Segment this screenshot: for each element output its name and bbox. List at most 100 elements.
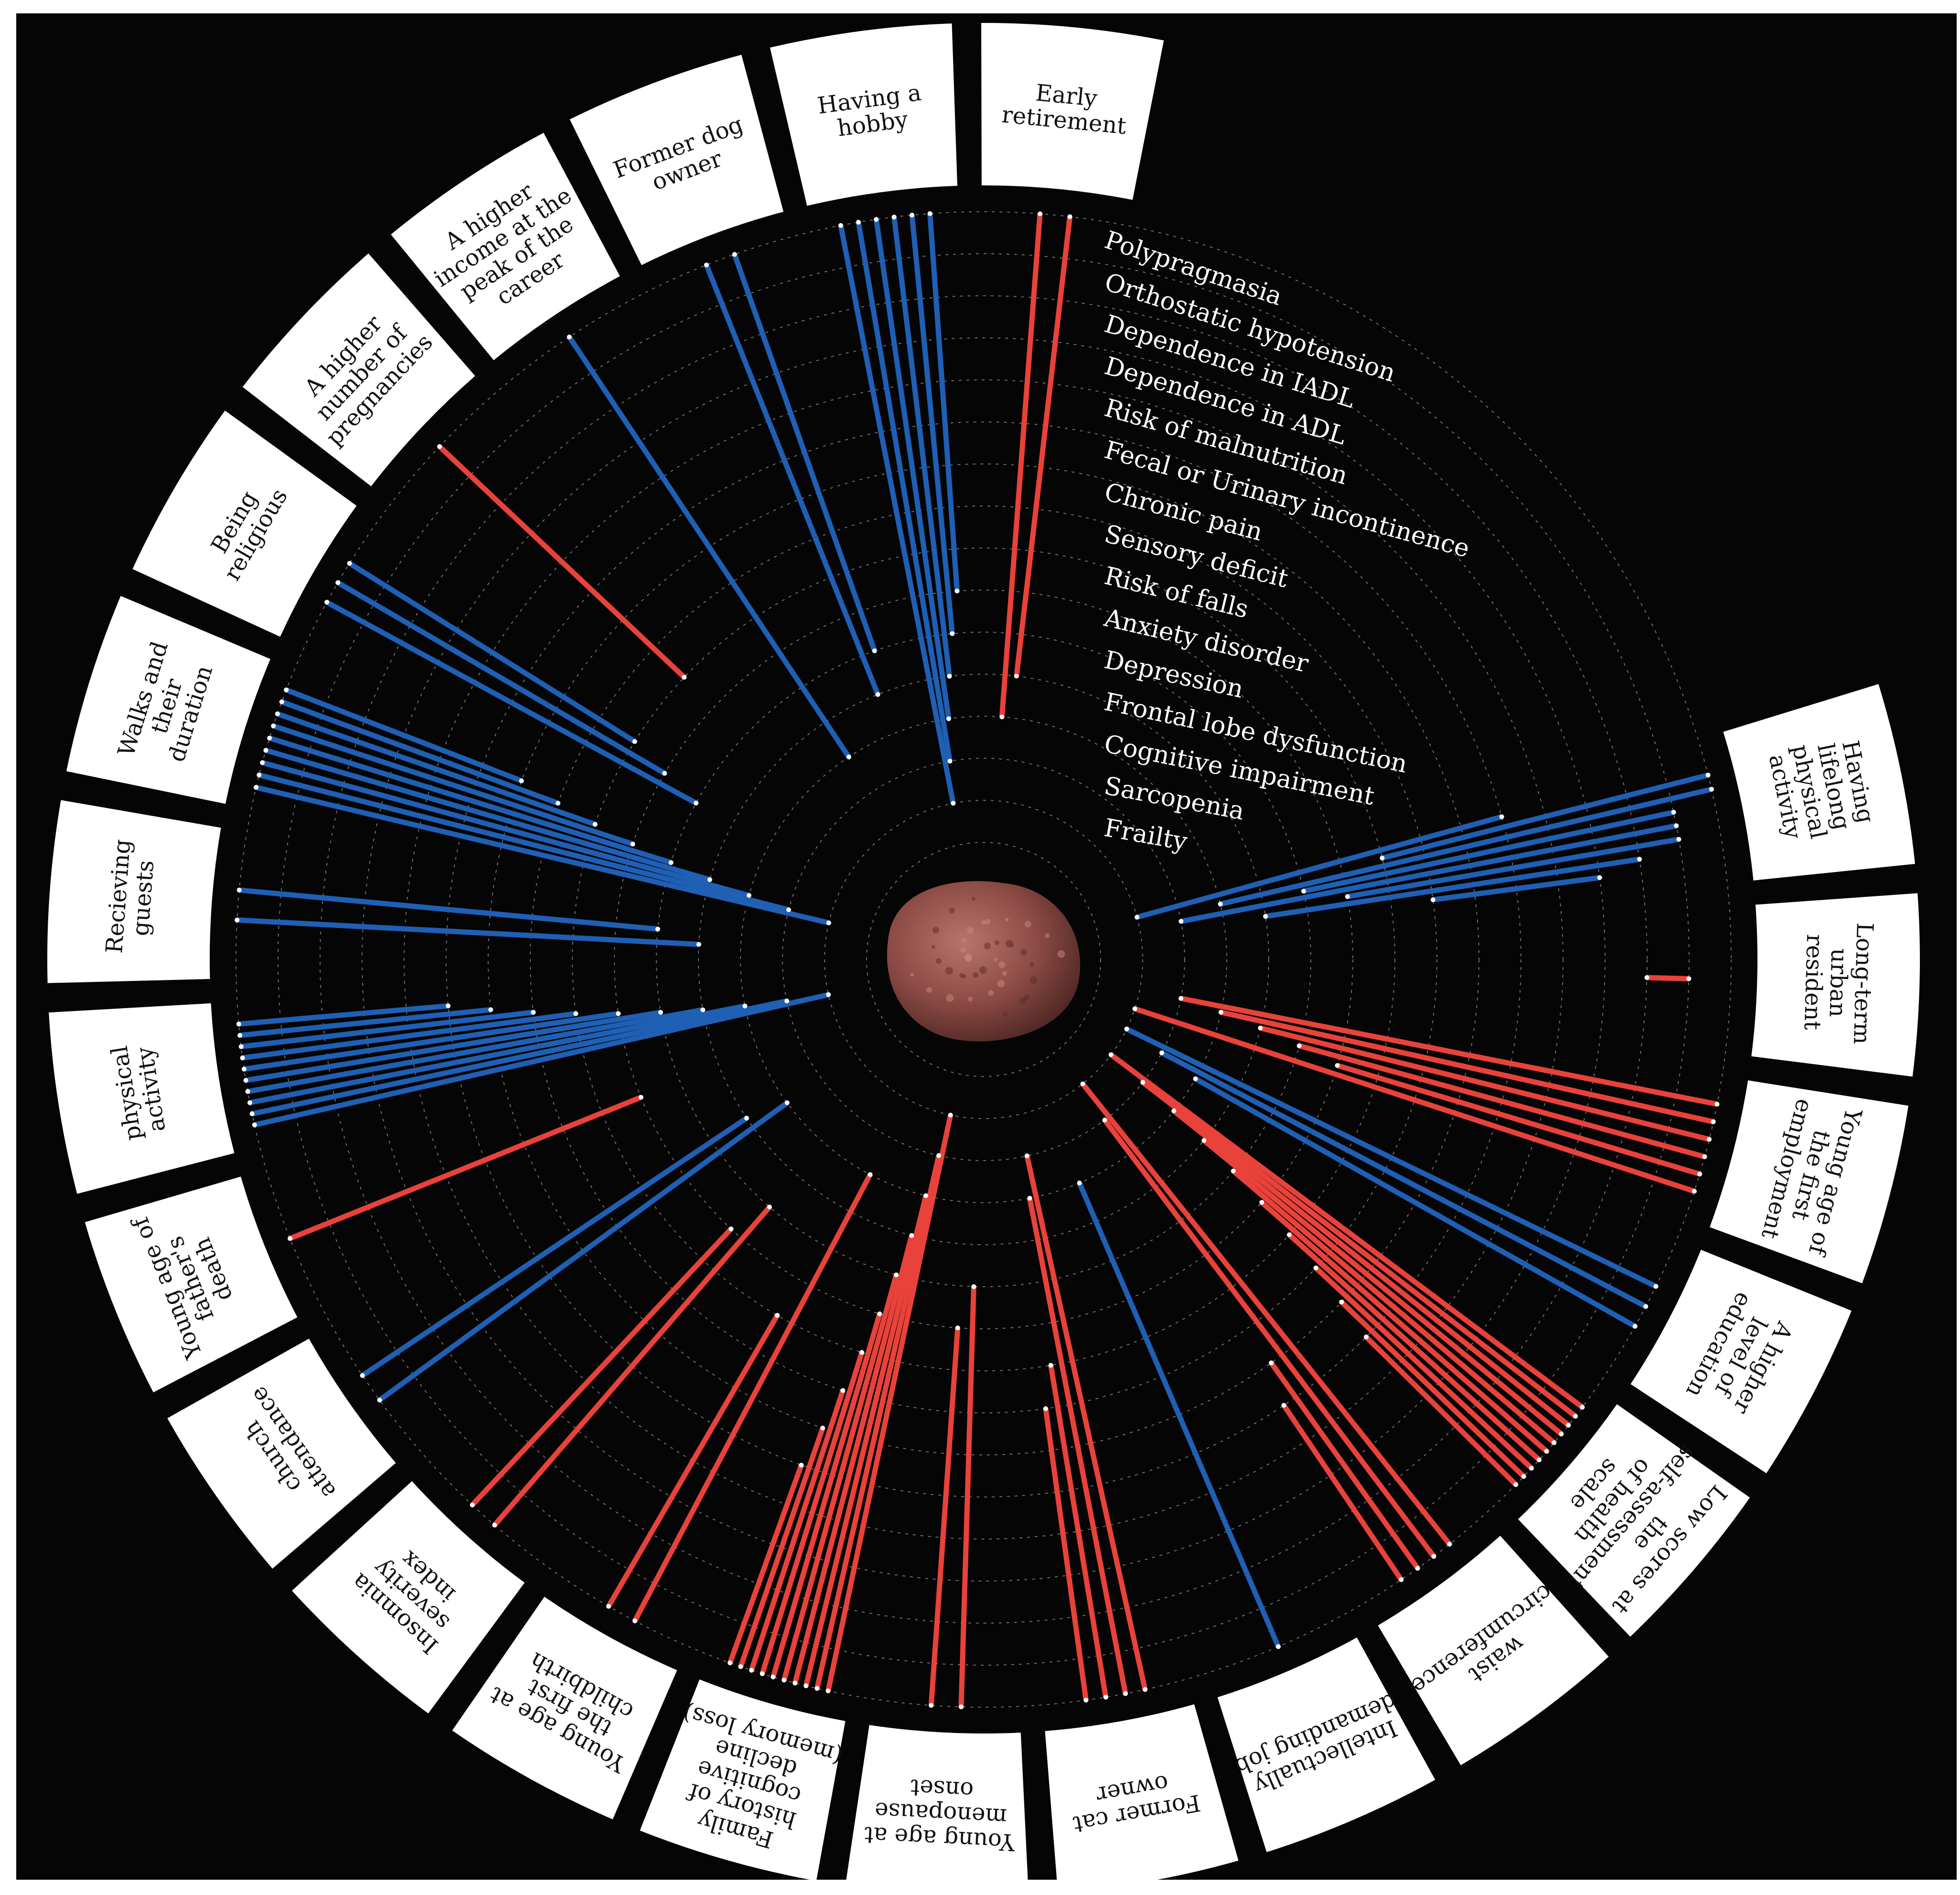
bar-start-dot	[799, 1463, 804, 1468]
bar-end-dot	[249, 1111, 255, 1117]
association-bar	[856, 222, 953, 762]
grid-ring	[824, 800, 1143, 1119]
bar-start-dot	[556, 801, 561, 806]
stone-texture-speck	[1020, 949, 1027, 956]
bar-start-dot	[1286, 1232, 1292, 1238]
factor-label-line: onset	[910, 1774, 975, 1804]
bar-end-dot	[238, 1044, 244, 1049]
association-bar	[1081, 1082, 1452, 1546]
stone-texture-speck	[1005, 917, 1009, 922]
factor-label-box	[1518, 1404, 1750, 1637]
association-bar	[1281, 1404, 1403, 1582]
bar-end-dot	[1573, 1414, 1578, 1419]
association-bar	[728, 1464, 804, 1664]
association-bar	[732, 253, 877, 652]
stone-texture-speck	[1057, 950, 1065, 958]
association-bar	[1260, 1025, 1710, 1142]
bar-end-dot	[606, 1604, 611, 1609]
bar-start-dot	[1339, 1299, 1344, 1304]
bar-end-dot	[1431, 1554, 1436, 1559]
bar-end-dot	[1559, 1432, 1564, 1437]
brain-stone-shape	[887, 881, 1081, 1042]
bar-start-dot	[767, 1205, 772, 1210]
association-bar	[999, 214, 1043, 717]
association-bar	[1024, 1155, 1148, 1690]
association-bar	[1125, 1026, 1657, 1289]
grid-ring	[782, 758, 1185, 1161]
bar-start-dot	[1159, 1050, 1164, 1055]
factor-label-box	[1217, 1637, 1435, 1852]
bar-end-dot	[271, 723, 276, 729]
bar-end-dot	[803, 1683, 809, 1689]
association-bar	[1347, 837, 1680, 899]
stone-texture-speck	[1024, 994, 1030, 1001]
bar-end-dot	[1637, 857, 1642, 862]
bar-start-dot	[775, 1313, 780, 1318]
stone-texture-speck	[972, 897, 976, 901]
factor-label-box	[770, 23, 958, 206]
bar-end-dot	[1552, 1440, 1557, 1445]
association-bar	[891, 216, 952, 677]
stone-texture-speck	[962, 938, 966, 943]
association-bar	[1287, 1233, 1541, 1462]
bar-start-dot	[840, 1388, 846, 1393]
stone-texture-speck	[936, 958, 942, 964]
bar-end-dot	[236, 1022, 241, 1027]
bar-end-dot	[814, 1686, 820, 1691]
bar-start-dot	[668, 860, 674, 865]
bar-start-dot	[1193, 1076, 1198, 1081]
grid-ring	[278, 253, 1690, 1666]
bar-end-dot	[241, 1066, 246, 1072]
bar-start-dot	[1281, 1403, 1286, 1408]
bar-start-dot	[971, 1284, 976, 1289]
bar-start-dot	[877, 1311, 882, 1316]
bar-end-dot	[856, 220, 861, 225]
factor-label-box	[452, 1596, 677, 1820]
association-bar	[771, 1313, 882, 1678]
association-bar	[249, 1003, 746, 1106]
association-bar	[1194, 1076, 1637, 1329]
bar-start-dot	[846, 754, 851, 760]
bar-start-dot	[742, 1003, 748, 1009]
bar-end-dot	[1537, 1457, 1542, 1463]
grid-ring	[656, 632, 1311, 1287]
association-bar	[1180, 996, 1718, 1107]
bar-start-dot	[868, 1172, 873, 1177]
association-bar	[378, 1100, 789, 1402]
association-bars	[235, 211, 1720, 1710]
bar-end-dot	[1692, 1189, 1697, 1194]
bar-end-dot	[1399, 1577, 1404, 1583]
bar-start-dot	[573, 1011, 578, 1016]
bar-end-dot	[1676, 837, 1682, 842]
bar-end-dot	[1714, 1101, 1720, 1107]
stone-texture-speck	[1029, 976, 1038, 984]
association-bar	[632, 1173, 873, 1622]
association-bar	[348, 561, 636, 744]
association-bar	[238, 1003, 449, 1027]
bar-end-dot	[1103, 1694, 1108, 1700]
bar-end-dot	[243, 1078, 248, 1083]
stone-texture-speck	[1024, 920, 1031, 927]
association-bar	[909, 215, 955, 634]
stone-texture-speck	[945, 967, 953, 975]
bar-end-dot	[247, 1100, 252, 1105]
association-bar	[1269, 1361, 1420, 1570]
bar-start-dot	[1178, 996, 1184, 1001]
bar-start-dot	[632, 739, 637, 744]
bar-start-dot	[744, 1116, 749, 1121]
bar-end-dot	[240, 1055, 245, 1061]
bar-end-dot	[1705, 773, 1711, 778]
bar-start-dot	[784, 998, 790, 1003]
bar-end-dot	[275, 711, 280, 716]
association-bar	[280, 699, 559, 806]
bar-end-dot	[732, 252, 737, 257]
bar-end-dot	[236, 887, 242, 893]
stone-texture-speck	[1002, 971, 1007, 976]
factor-label-box	[132, 410, 357, 637]
stone-texture-speck	[932, 926, 940, 934]
bar-end-dot	[891, 215, 897, 220]
bar-end-dot	[632, 1618, 637, 1624]
bar-start-dot	[859, 1350, 865, 1355]
factor-label-box	[1378, 1536, 1609, 1766]
